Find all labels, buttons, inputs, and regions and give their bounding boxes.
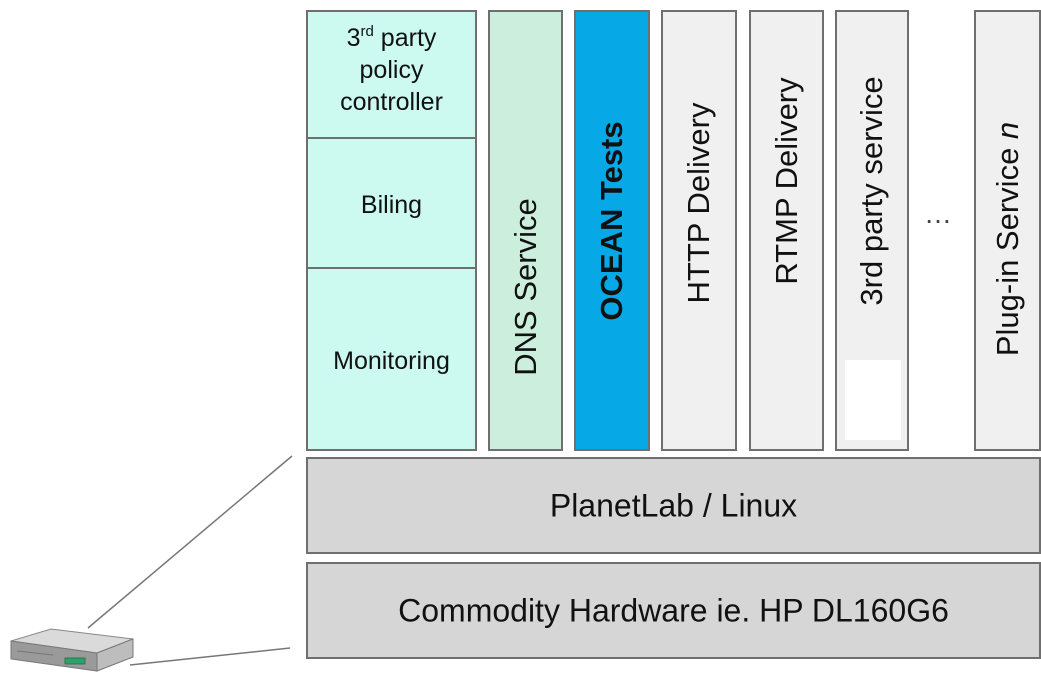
ocean-tests-box: OCEAN Tests	[574, 10, 650, 451]
plugin-service-n: n	[989, 121, 1025, 139]
billing-box: Biling	[306, 137, 477, 269]
upper-connector-line	[87, 455, 293, 629]
ocean-tests-label: OCEAN Tests	[594, 120, 629, 321]
lower-connector-line	[129, 647, 291, 666]
policy-controller-label: 3rd party policy controller	[340, 23, 443, 116]
plugin-service-text: Plug-in Service	[989, 138, 1025, 356]
third-party-service-label: 3rd party service	[854, 75, 889, 306]
planetlab-linux-label: PlanetLab / Linux	[549, 487, 798, 523]
planetlab-linux-layer: PlanetLab / Linux	[306, 457, 1041, 554]
billing-label: Biling	[360, 191, 423, 219]
commodity-hardware-label: Commodity Hardware ie. HP DL160G6	[398, 592, 949, 628]
monitoring-box: Monitoring	[306, 267, 477, 451]
rtmp-delivery-box: RTMP Delivery	[749, 10, 824, 451]
http-delivery-box: HTTP Delivery	[661, 10, 737, 451]
dns-service-label: DNS Service	[507, 197, 543, 376]
plugin-service-box: Plug-in Service n	[974, 10, 1041, 451]
commodity-hardware-layer: Commodity Hardware ie. HP DL160G6	[306, 562, 1041, 659]
third-party-service-box: 3rd party service	[835, 10, 909, 451]
server-icon	[10, 628, 134, 672]
policy-controller-box: 3rd party policy controller	[306, 10, 477, 139]
dns-service-box: DNS Service	[488, 10, 563, 451]
ellipsis: …	[924, 198, 956, 229]
http-delivery-label: HTTP Delivery	[681, 102, 716, 303]
monitoring-label: Monitoring	[333, 347, 450, 375]
plugin-service-label: Plug-in Service n	[990, 121, 1026, 355]
third-party-white-patch	[845, 360, 901, 440]
rtmp-delivery-label: RTMP Delivery	[768, 76, 804, 285]
